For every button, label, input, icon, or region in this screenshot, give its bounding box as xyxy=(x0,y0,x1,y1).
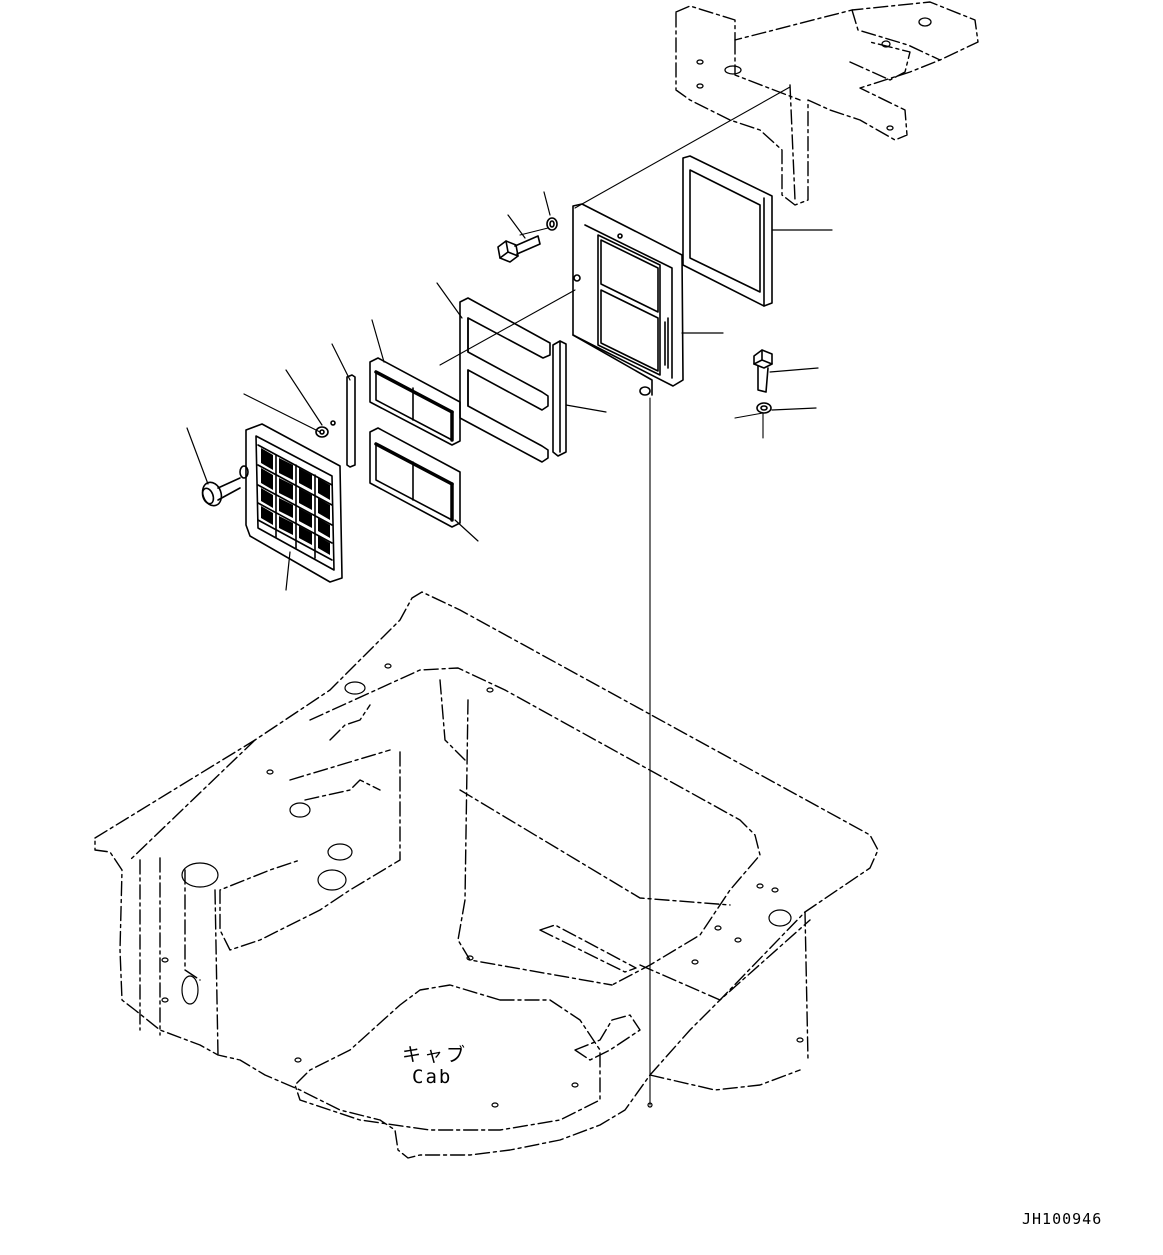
cab-label-english: Cab xyxy=(412,1066,453,1088)
bracket-holes xyxy=(696,17,932,131)
small-washer xyxy=(315,420,336,438)
alignment-lines xyxy=(439,86,791,1106)
filter-case xyxy=(572,203,684,396)
drawing-number: JH100946 xyxy=(1022,1210,1103,1228)
cover-grille xyxy=(239,423,343,583)
thin-plate xyxy=(346,374,356,468)
washer-top xyxy=(546,217,558,231)
knob xyxy=(201,477,241,507)
seal-strip xyxy=(552,340,567,457)
rear-gasket xyxy=(682,155,773,307)
bolt-right xyxy=(753,349,773,393)
mounting-bracket xyxy=(675,1,979,206)
bolt-top xyxy=(497,235,541,263)
grille-cells xyxy=(261,448,330,555)
front-gasket xyxy=(459,297,551,463)
cab-label-japanese: キャブ xyxy=(402,1044,469,1066)
washer-right xyxy=(756,402,772,414)
filter-element-upper xyxy=(369,357,461,446)
cab-floor-holes xyxy=(161,663,804,1108)
cab-floor-structure xyxy=(94,591,879,1159)
leader-lines xyxy=(186,191,833,591)
filter-frame-fills xyxy=(374,370,454,522)
